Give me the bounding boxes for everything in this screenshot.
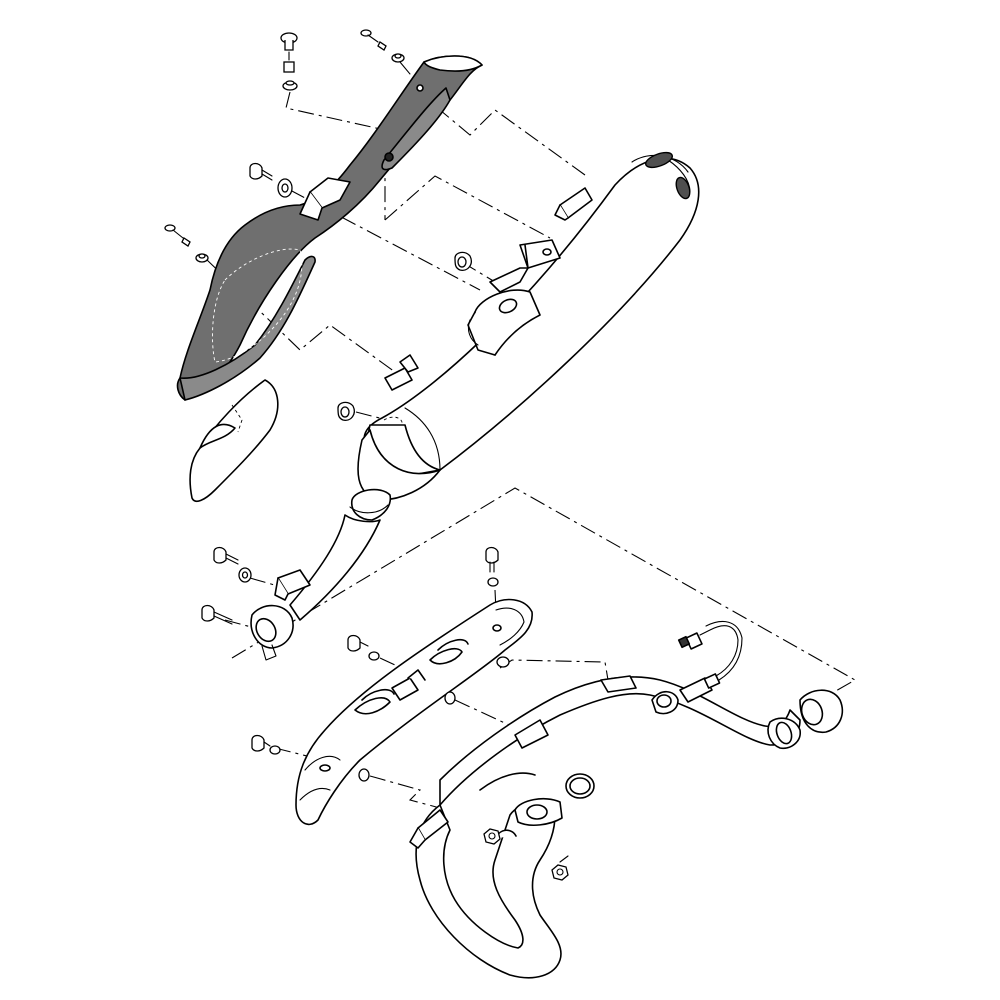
lower-heat-shield [295,598,533,826]
bolt-lower-4 [347,634,380,661]
bolt-lower-2 [201,604,233,625]
muffler-mounting-bracket [384,187,593,391]
bolt-lower-3 [485,546,510,668]
exhaust-header-pipe [409,675,801,979]
grommet-2 [337,401,355,421]
heat-shield-inner-plate [189,379,279,502]
flange-nut [483,828,569,881]
bolt-mid-2 [164,224,209,263]
fasteners [164,29,510,782]
gasket-ring [565,773,595,799]
leader-lines [204,61,857,809]
bolt-lower-6 [251,734,281,755]
bolt-top-2 [360,29,405,63]
bolt-top-1 [280,32,298,91]
bolt-lower-1 [213,546,252,583]
bolt-lower-7 [358,768,370,782]
exhaust-gasket [799,689,844,733]
upper-heat-shield [176,55,483,401]
bolt-mid-1 [249,162,293,198]
bolt-lower-5 [444,691,456,705]
o2-sensor [677,620,743,703]
grommet-1 [454,251,472,271]
